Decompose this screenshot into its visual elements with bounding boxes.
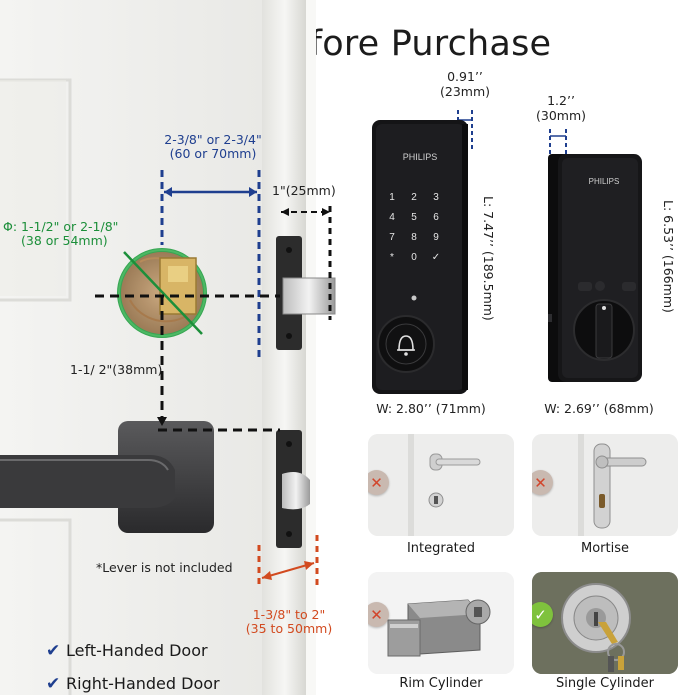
brand-text: PHILIPS [403, 152, 438, 162]
rim-cylinder-image [368, 572, 514, 674]
strike-distance-label: 1-1/ 2"(38mm) [70, 362, 163, 377]
compatible-icon: ✓ [532, 602, 553, 627]
incompatible-icon: ✕ [532, 470, 553, 495]
compat-card-mortise: ✕ [532, 434, 678, 536]
door-thickness-label: 1-3/8" to 2" (35 to 50mm) [245, 607, 333, 636]
keypad-key: 6 [433, 212, 439, 223]
compat-card-rim-cylinder: ✕ [368, 572, 514, 674]
back-lock-device: PHILIPS [548, 129, 642, 382]
lever-handle [0, 455, 175, 508]
compat-label-integrated: Integrated [406, 541, 476, 556]
front-length-label: L: 7.47’’ (189.5mm) [481, 196, 496, 321]
compat-card-single-cylinder: ✓ [532, 572, 678, 674]
backset-label: 2-3/8" or 2-3/4" (60 or 70mm) [164, 132, 262, 161]
mortise-lock-image [532, 434, 678, 536]
back-depth-label: 1.2’’ (30mm) [536, 93, 587, 123]
compat-label-single-cylinder: Single Cylinder [556, 676, 654, 691]
front-depth-label: 0.91’’ (23mm) [440, 69, 491, 99]
back-width-label: W: 2.69’’ (68mm) [544, 401, 654, 416]
strike-bolt [282, 472, 310, 510]
keypad: 1 2 3 4 5 6 7 8 9 * 0 ✓ [389, 192, 440, 263]
door-illustration [0, 0, 336, 695]
front-lock-device: PHILIPS 1 2 3 4 5 6 7 8 9 * 0 ✓ [372, 110, 473, 394]
bell-icon [398, 335, 414, 351]
handedness-item-right: ✔ Right-Handed Door [46, 673, 220, 694]
incompatible-icon: ✕ [368, 602, 389, 627]
back-length-label: L: 6.53’’ (166mm) [661, 200, 676, 313]
handedness-item-left: ✔ Left-Handed Door [46, 640, 208, 661]
incompatible-icon: ✕ [368, 470, 389, 495]
bore-diameter-label: Φ: 1-1/2" or 2-1/8" (38 or 54mm) [3, 219, 119, 248]
integrated-lock-image [368, 434, 514, 536]
keypad-key: 2 [411, 192, 417, 203]
single-cylinder-image [532, 572, 678, 674]
lever-note: *Lever is not included [96, 560, 233, 575]
door-diagram: 2-3/8" or 2-3/4" (60 or 70mm) Φ: 1-1/2" … [0, 0, 336, 695]
keypad-key: 3 [433, 192, 439, 203]
bore-diameter-line [123, 251, 203, 335]
keypad-key: ✓ [432, 252, 440, 263]
compat-label-rim-cylinder: Rim Cylinder [399, 676, 483, 691]
keypad-key: 1 [389, 192, 395, 203]
handedness-list: ✔ Left-Handed Door ✔ Right-Handed Door [46, 634, 220, 695]
latch-depth-label: 1"(25mm) [272, 183, 336, 198]
keypad-key: * [390, 252, 394, 263]
front-width-label: W: 2.80’’ (71mm) [376, 401, 486, 416]
compat-label-mortise: Mortise [581, 541, 629, 556]
keypad-key: 8 [411, 232, 417, 243]
keypad-key: 5 [411, 212, 417, 223]
check-icon: ✔ [46, 673, 61, 694]
keypad-key: 7 [389, 232, 395, 243]
svg-text:PHILIPS: PHILIPS [589, 177, 620, 186]
check-icon: ✔ [46, 640, 61, 661]
latch-bolt [282, 277, 336, 315]
keypad-key: 0 [411, 252, 417, 263]
compat-card-integrated: ✕ [368, 434, 514, 536]
keypad-key: 4 [389, 212, 395, 223]
keypad-key: 9 [433, 232, 439, 243]
